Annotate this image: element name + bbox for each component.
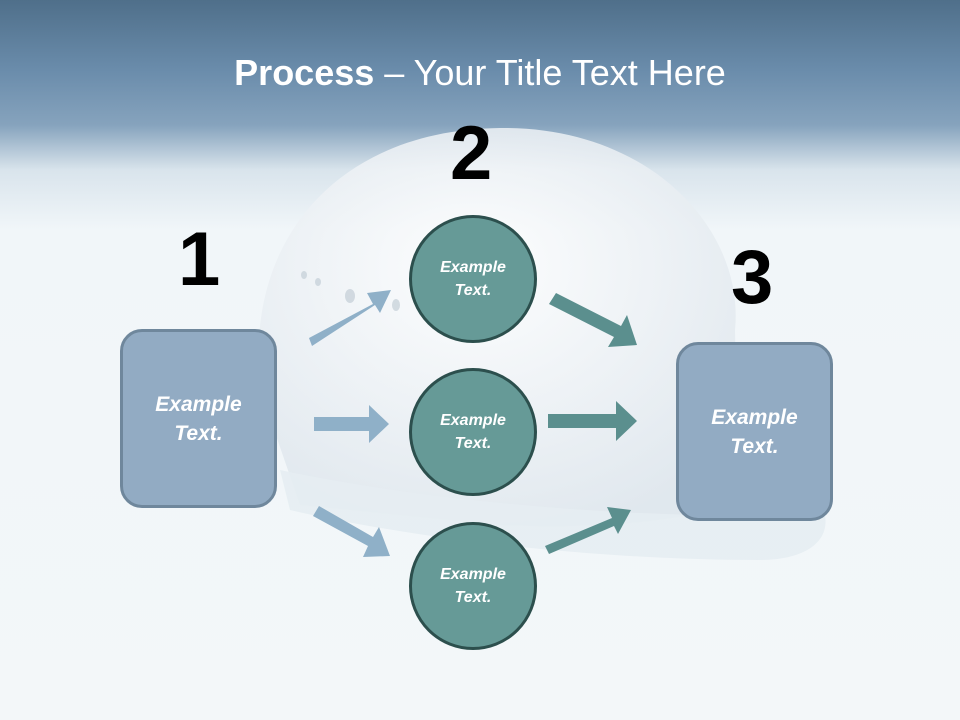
circle-bottom-text: Example Text. [440,566,506,606]
title-rest: – Your Title Text Here [374,52,726,93]
arrow-straight-in [314,405,389,443]
arrow-straight-out [548,401,637,441]
circle-top-text: Example Text. [440,259,506,299]
step-3-box: Example Text. [676,342,833,521]
step-1-box: Example Text. [120,329,277,508]
arrow-down-right-in [313,506,390,557]
input-arrows [309,290,391,557]
arrow-down-right-out [549,293,637,347]
step-2-circle-top: Example Text. [409,215,537,343]
step-number-3: 3 [731,235,774,320]
step-2-circle-middle: Example Text. [409,368,537,496]
step-3-text: Example Text. [711,405,798,458]
output-arrows [545,293,637,554]
title-bold: Process [234,52,375,93]
slide-title: Process – Your Title Text Here [0,52,960,94]
step-1-text: Example Text. [155,392,242,445]
arrow-up-right-out [545,507,631,554]
step-2-circle-bottom: Example Text. [409,522,537,650]
step-number-2: 2 [450,111,493,196]
step-number-1: 1 [178,217,221,302]
circle-middle-text: Example Text. [440,412,506,452]
arrow-up-right-in [309,290,391,346]
